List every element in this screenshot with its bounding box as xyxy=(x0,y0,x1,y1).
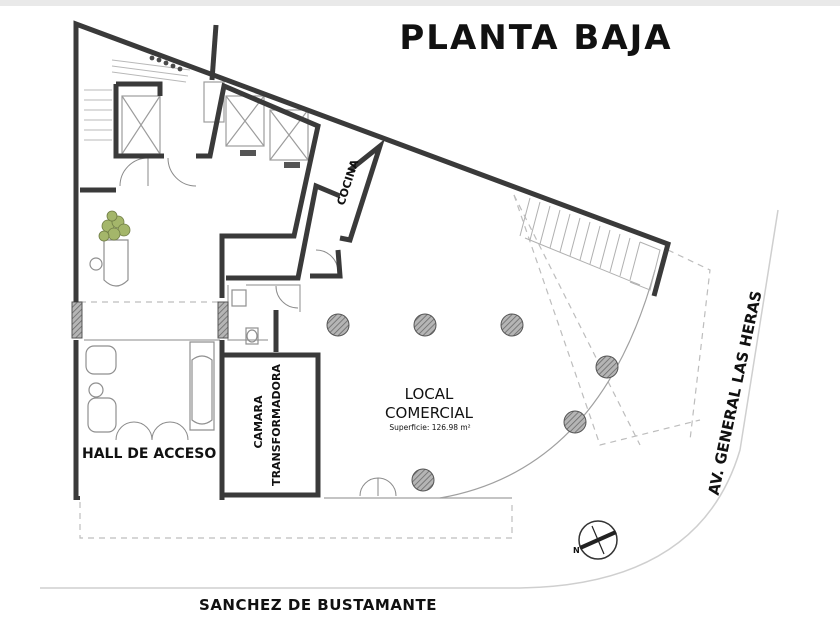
elevators xyxy=(121,81,309,161)
stairs-hall xyxy=(84,59,191,141)
plan-title: PLANTA BAJA xyxy=(399,18,672,58)
top-band xyxy=(0,0,840,6)
windows xyxy=(71,301,229,339)
columns xyxy=(326,313,619,492)
column xyxy=(326,313,350,337)
cocina-label: COCINA xyxy=(334,157,361,206)
compass-north-letter: N xyxy=(573,546,580,555)
dashed-sidewalk xyxy=(79,194,711,539)
local-area-label: Superficie: 126.98 m² xyxy=(389,423,470,432)
camara-transformadora-room xyxy=(219,352,321,498)
elevator-doors xyxy=(240,150,300,168)
hall-furniture xyxy=(85,239,215,433)
camara-label-line2: TRANSFORMADORA xyxy=(270,364,283,486)
bottom-wall-hall xyxy=(76,496,80,500)
local-label-line2: COMERCIAL xyxy=(385,404,474,422)
stair-dots xyxy=(149,55,183,72)
column xyxy=(411,468,435,492)
street-edge-line xyxy=(40,209,779,589)
plant-icon xyxy=(98,210,131,242)
compass-icon: N xyxy=(573,520,618,560)
column xyxy=(500,313,524,337)
street-bottom-label: SANCHEZ DE BUSTAMANTE xyxy=(199,596,437,614)
local-label-line1: LOCAL xyxy=(405,385,454,403)
hall-label: HALL DE ACCESO xyxy=(82,446,216,462)
camara-label-line1: CAMARA xyxy=(252,395,265,449)
column xyxy=(413,313,437,337)
bathroom-fixtures xyxy=(231,289,259,345)
stairs-local xyxy=(519,197,661,291)
column xyxy=(563,410,587,434)
column xyxy=(595,355,619,379)
